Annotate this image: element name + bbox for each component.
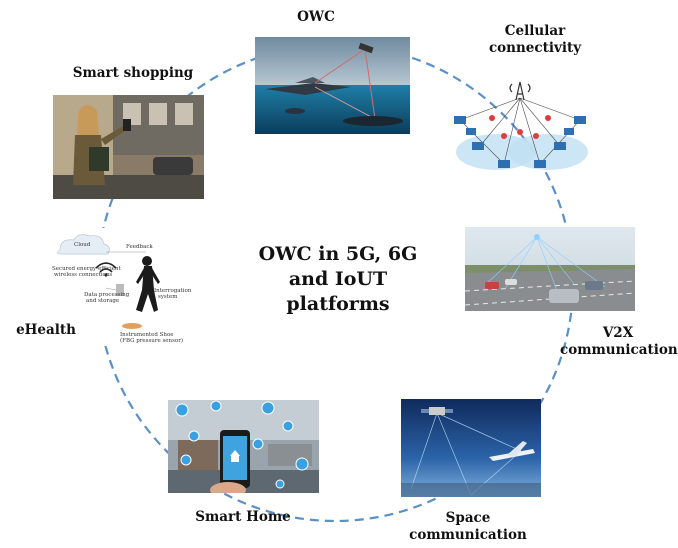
label-v2x-line-1: V2X [602,325,634,341]
label-v2x: V2X communication [560,325,678,359]
ehealth-secured-label-1: Secured energy-efficient [52,266,121,272]
ehealth-shoe-label-2: (FBG pressure sensor) [120,338,184,344]
ehealth-processing-label-2: and storage [86,298,120,304]
label-cellular-line-2: connectivity [488,40,582,56]
center-title-line-1: OWC in 5G, 6G [258,243,418,265]
ehealth-figure: Cloud Feedback Secured energy-efficient … [46,228,196,346]
label-space-line-1: Space [445,510,491,526]
smart-home-image [168,400,319,493]
label-ehealth: eHealth [16,322,76,338]
label-space: Space communication [408,510,528,544]
space-image [401,399,541,497]
ehealth-interrogation-label-1: Interrogation [154,288,192,294]
ehealth-processing-label-1: Data processing [84,292,130,298]
v2x-image [465,227,635,311]
ehealth-cloud-label: Cloud [74,242,91,248]
owc-image [255,37,410,134]
center-title-line-2: and IoUT [288,268,388,290]
smart-shopping-image [53,95,204,199]
ehealth-secured-label-2: wireless connections [54,272,113,278]
label-cellular: Cellular connectivity [480,23,590,57]
center-title: OWC in 5G, 6G and IoUT platforms [248,242,428,317]
label-space-line-2: communication [409,527,527,543]
label-cellular-line-1: Cellular [504,23,566,39]
center-title-line-3: platforms [286,293,390,315]
ehealth-shoe-label-1: Instrumented Shoe [120,332,174,338]
cellular-image [444,74,596,182]
label-smart-home: Smart Home [195,509,291,525]
ehealth-feedback-label: Feedback [126,244,153,250]
label-smart-shopping: Smart shopping [72,65,194,81]
ehealth-interrogation-label-2: system [158,294,178,300]
label-owc: OWC [297,9,335,25]
label-v2x-line-2: communication [560,342,678,358]
